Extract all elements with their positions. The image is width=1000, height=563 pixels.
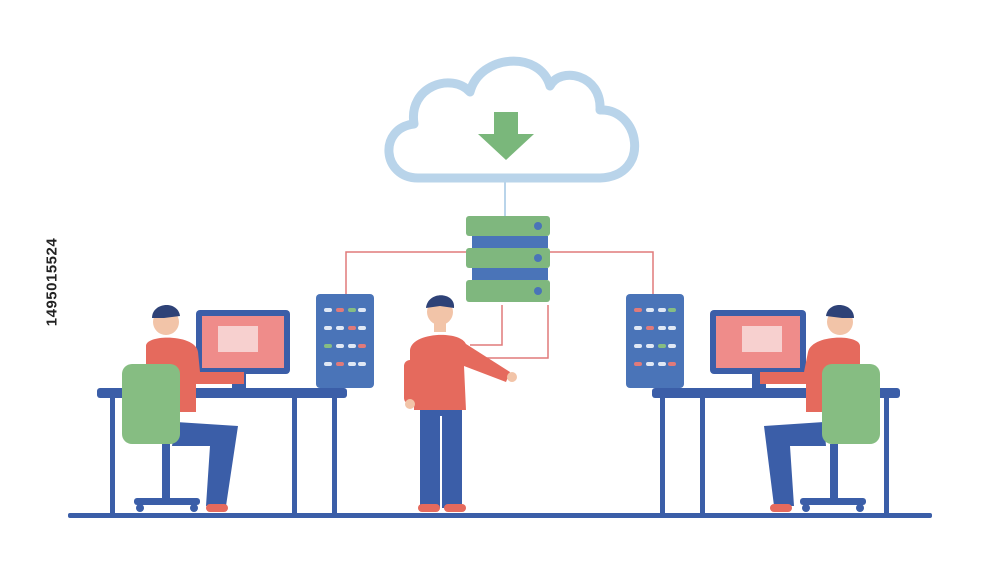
monitor-icon (196, 310, 290, 388)
chair-icon (122, 364, 200, 512)
chair-icon (800, 364, 880, 512)
server-stack-icon (466, 216, 550, 302)
person-icon (404, 295, 517, 512)
monitor-icon (710, 310, 806, 388)
server-rack-icon (316, 294, 374, 388)
server-rack-icon (626, 294, 684, 388)
floor-line (68, 513, 932, 518)
network-connectors (345, 251, 654, 359)
download-arrow-icon (478, 112, 534, 160)
